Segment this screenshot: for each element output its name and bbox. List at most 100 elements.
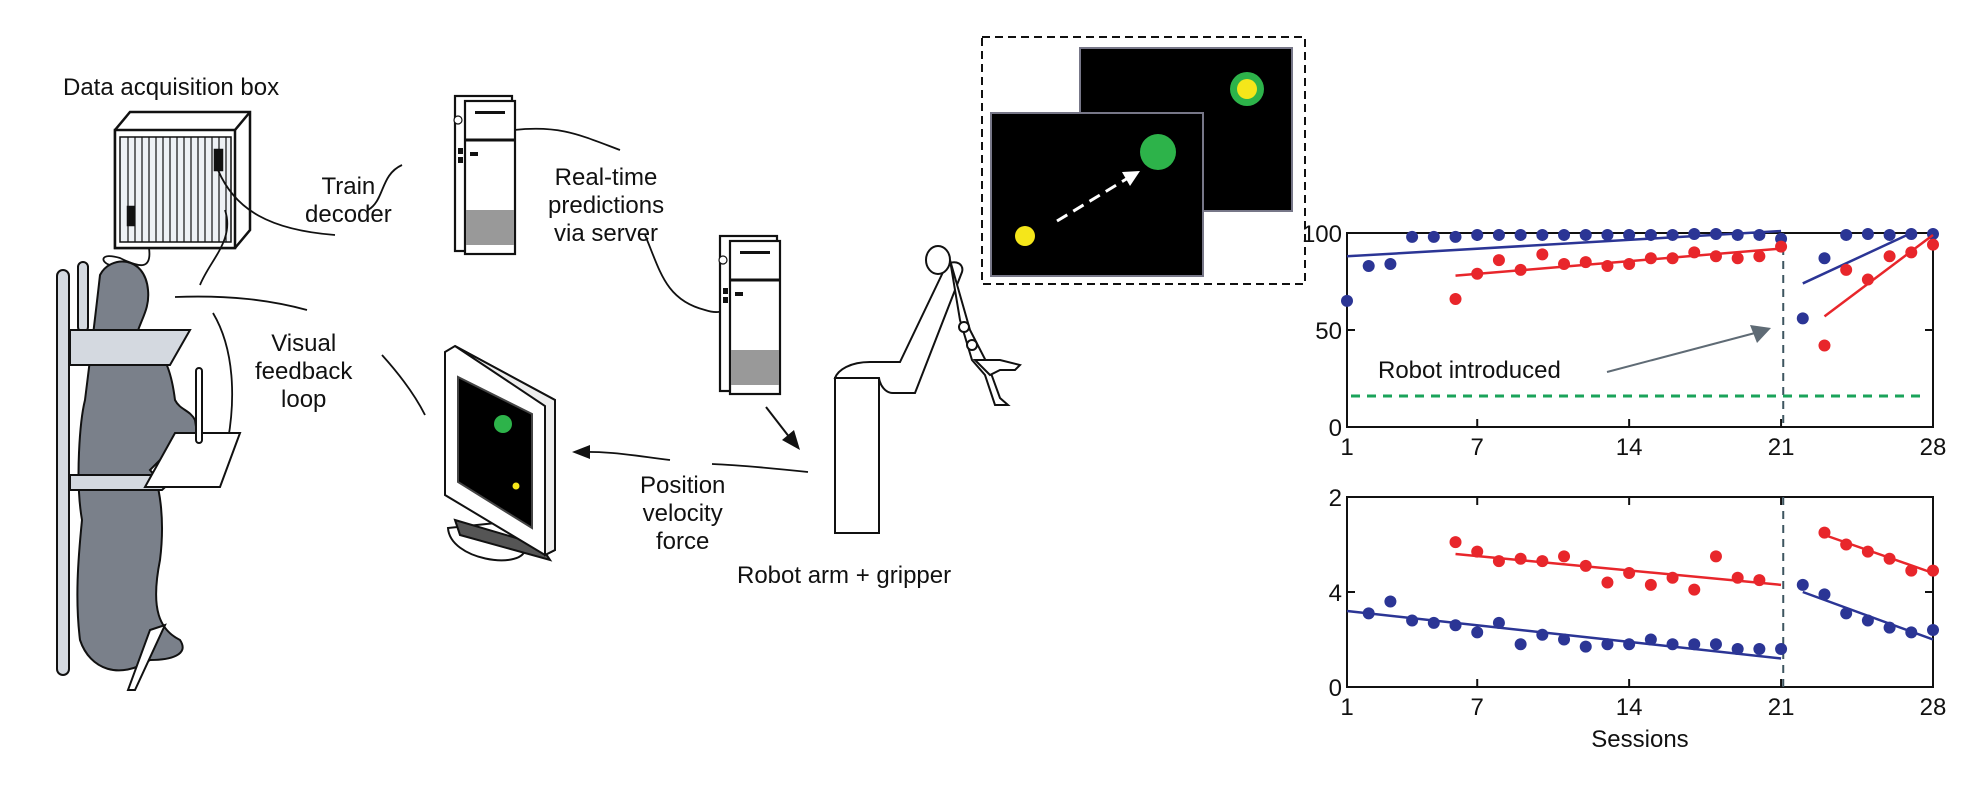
- data-point-red: [1514, 552, 1527, 565]
- data-point-red: [1709, 550, 1722, 563]
- data-point-blue: [1449, 230, 1462, 243]
- data-point-red: [1623, 258, 1636, 271]
- x-tick-label: 7: [1471, 694, 1484, 721]
- data-point-blue: [1796, 578, 1809, 591]
- data-point-red: [1558, 550, 1571, 563]
- data-point-blue: [1536, 628, 1549, 641]
- data-point-blue: [1536, 228, 1549, 241]
- data-point-red: [1688, 246, 1701, 259]
- plot-frame: [1346, 232, 1934, 428]
- data-point-blue: [1623, 228, 1636, 241]
- data-point-blue: [1449, 619, 1462, 632]
- label-line: force: [656, 528, 710, 555]
- x-tick-label: 1: [1340, 694, 1353, 721]
- data-point-red: [1861, 545, 1874, 558]
- data-point-blue: [1731, 643, 1744, 655]
- data-point-blue: [1883, 228, 1896, 241]
- data-point-red: [1644, 252, 1657, 265]
- y-tick-label: 100: [1302, 221, 1342, 248]
- data-point-blue: [1471, 228, 1484, 241]
- target-icon: [1140, 134, 1176, 170]
- x-tick-label: 14: [1616, 434, 1643, 461]
- data-point-red: [1449, 292, 1462, 305]
- data-point-blue: [1514, 228, 1527, 241]
- annotation-arrow: [1606, 332, 1756, 373]
- data-point-red: [1666, 252, 1679, 265]
- data-point-red: [1731, 252, 1744, 265]
- data-point-red: [1731, 571, 1744, 584]
- label-position-velocity-force: Position velocity force: [640, 472, 725, 556]
- data-point-red: [1753, 574, 1766, 587]
- data-point-red: [1558, 258, 1571, 271]
- data-point-blue: [1492, 616, 1505, 629]
- y-tick-label: 2: [1329, 485, 1342, 512]
- data-point-blue: [1558, 228, 1571, 241]
- monitor-target-dot: [494, 415, 512, 433]
- label-train-decoder: Train decoder: [305, 173, 392, 229]
- arrow-to-monitor: [572, 445, 590, 459]
- data-point-blue: [1840, 228, 1853, 241]
- data-point-red: [1492, 555, 1505, 568]
- data-point-red: [1601, 576, 1614, 589]
- fit-line-red: [1455, 552, 1782, 587]
- data-point-red: [1753, 250, 1766, 263]
- data-point-blue: [1883, 621, 1896, 634]
- data-point-blue: [1644, 228, 1657, 241]
- data-point-blue: [1514, 638, 1527, 651]
- data-point-red: [1688, 583, 1701, 596]
- data-point-red: [1840, 538, 1853, 551]
- monkey-in-chair: [56, 260, 242, 691]
- annotation-arrow-head: [1750, 325, 1771, 343]
- task-screens-inset: [981, 36, 1306, 285]
- y-tick-label: 0: [1329, 415, 1342, 442]
- data-point-blue: [1861, 227, 1874, 240]
- data-point-blue: [1905, 626, 1918, 639]
- x-tick-label: 21: [1768, 434, 1795, 461]
- x-tick-label: 28: [1920, 434, 1947, 461]
- x-tick-label: 1: [1340, 434, 1353, 461]
- x-tick-label: 7: [1471, 434, 1484, 461]
- data-point-blue: [1666, 228, 1679, 241]
- label-line: decoder: [305, 201, 392, 228]
- data-point-red: [1883, 250, 1896, 263]
- y-tick-label: 0: [1329, 675, 1342, 702]
- data-point-blue: [1427, 616, 1440, 629]
- data-point-blue: [1492, 228, 1505, 241]
- dashed-arrow-head: [1122, 171, 1140, 186]
- fit-line-blue: [1802, 229, 1917, 285]
- label-visual-feedback-loop: Visual feedback loop: [255, 330, 352, 414]
- data-point-red: [1623, 567, 1636, 579]
- data-point-blue: [1362, 259, 1375, 272]
- data-point-red: [1492, 254, 1505, 267]
- fit-line-red: [1824, 533, 1934, 575]
- plot-frame: [1346, 496, 1934, 688]
- label-daq-box: Data acquisition box: [63, 74, 280, 101]
- label-line: Position: [640, 472, 726, 499]
- data-point-red: [1536, 248, 1549, 261]
- data-point-red: [1514, 263, 1527, 276]
- cursor-in-target-icon: [1237, 79, 1257, 99]
- label-line: Visual: [271, 330, 337, 357]
- label-line: velocity: [642, 500, 723, 527]
- data-point-red: [1840, 263, 1853, 276]
- data-point-red: [1536, 555, 1549, 568]
- annotation-robot-introduced: Robot introduced: [1378, 357, 1561, 384]
- data-point-blue: [1644, 633, 1657, 646]
- data-point-red: [1601, 259, 1614, 272]
- data-point-blue: [1927, 624, 1939, 636]
- data-point-red: [1905, 564, 1918, 577]
- data-point-blue: [1905, 227, 1918, 240]
- data-point-blue: [1579, 640, 1592, 653]
- data-point-red: [1927, 238, 1939, 251]
- data-point-blue: [1753, 643, 1766, 655]
- data-point-red: [1709, 250, 1722, 263]
- data-point-blue: [1384, 595, 1397, 608]
- monitor-cursor-dot: [512, 482, 520, 490]
- data-point-red: [1818, 339, 1831, 352]
- x-tick-label: 21: [1768, 694, 1795, 721]
- data-point-red: [1927, 564, 1939, 577]
- data-point-red: [1644, 578, 1657, 591]
- data-point-blue: [1840, 607, 1853, 620]
- data-point-blue: [1341, 294, 1353, 307]
